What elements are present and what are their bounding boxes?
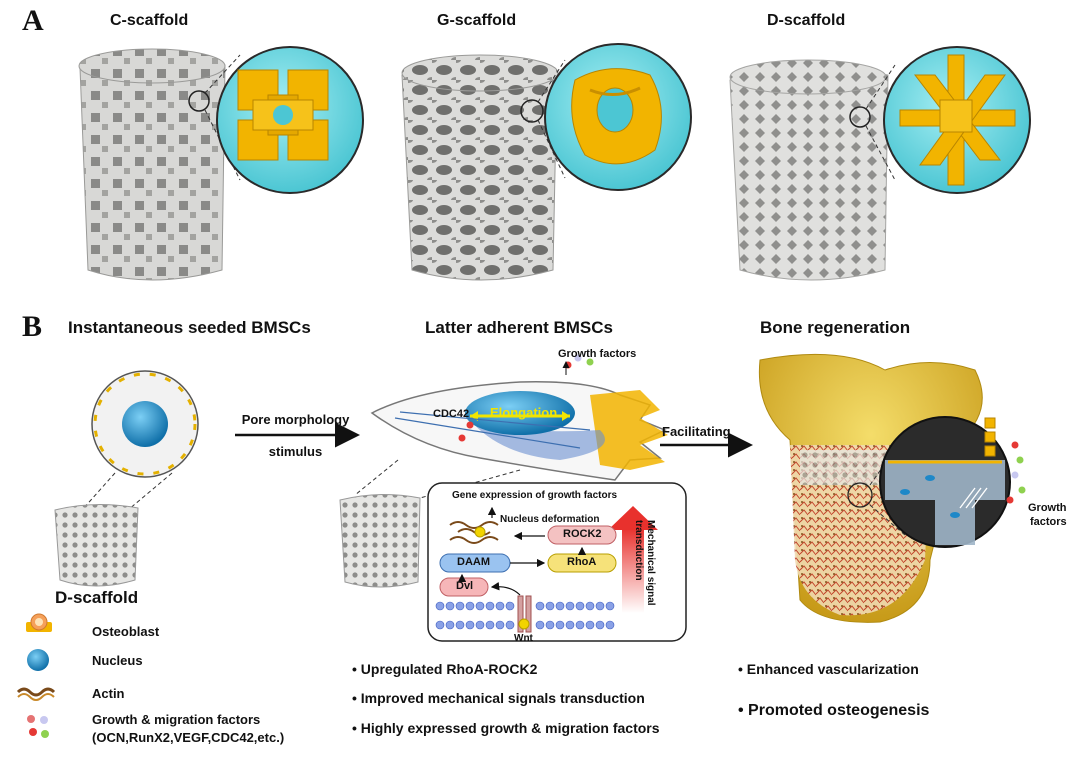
cdc42-label: CDC42	[433, 408, 470, 420]
legend-actin: Actin	[92, 686, 125, 701]
mechanical-signal-label-line1: Mechanical signal	[645, 520, 656, 606]
bullet-middle-1: • Upregulated RhoA-ROCK2	[352, 661, 538, 677]
arrow1-label-line1: Pore morphology	[241, 412, 350, 427]
wnt-label: Wnt	[514, 633, 533, 644]
dvl-label: Dvl	[456, 580, 474, 592]
nucleus-icon	[122, 401, 168, 447]
legend-factors-line1: Growth & migration factors	[92, 712, 261, 727]
c-scaffold-model	[78, 48, 226, 281]
bone-growth-factors-line1: Growth	[1028, 502, 1067, 514]
bullet-right-2: • Promoted osteogenesis	[738, 702, 930, 719]
g-scaffold-title: G-scaffold	[437, 12, 517, 29]
seeded-bmscs-title: Instantaneous seeded BMSCs	[68, 318, 311, 337]
mechanical-signal-label-line2: transduction	[633, 520, 644, 581]
panel-a-letter: A	[22, 4, 44, 37]
bone-regeneration-title: Bone regeneration	[760, 318, 911, 337]
gene-expression-label: Gene expression of growth factors	[452, 490, 618, 501]
seeded-cell	[91, 370, 199, 478]
c-zoom-marker	[188, 90, 210, 112]
adherent-bmscs-title: Latter adherent BMSCs	[425, 318, 613, 337]
d-scaffold-model	[729, 59, 889, 281]
daam-label: DAAM	[457, 556, 490, 568]
growth-factors-icon	[27, 715, 49, 738]
panel-b-illustration	[16, 353, 1026, 738]
legend-osteoblast: Osteoblast	[92, 624, 160, 639]
arrow1-label-line2: stimulus	[268, 444, 323, 459]
panel-a-illustration	[78, 43, 1031, 281]
bullet-middle-2: • Improved mechanical signals transducti…	[352, 690, 645, 706]
adherent-cell	[370, 354, 668, 481]
g-zoom-circle	[544, 43, 692, 191]
d-zoom-circle	[883, 46, 1031, 194]
bullet-right-1: • Enhanced vascularization	[738, 661, 919, 677]
legend-factors-line2: (OCN,RunX2,VEGF,CDC42,etc.)	[92, 730, 285, 745]
pathway-box	[427, 482, 687, 642]
osteoblast-icon	[26, 613, 52, 632]
nucleus-legend-icon	[27, 649, 49, 671]
d-zoom-marker	[849, 106, 871, 128]
elongation-label: Elongation	[490, 405, 558, 420]
g-scaffold-model	[401, 54, 559, 281]
c-zoom-circle	[216, 46, 364, 194]
growth-factors-cell-label: Growth factors	[558, 348, 637, 360]
small-d-scaffold-middle	[339, 493, 421, 588]
g-zoom-marker	[520, 99, 544, 123]
arrow2-label: Facilitating	[662, 424, 731, 439]
bullet-middle-3: • Highly expressed growth & migration fa…	[352, 720, 660, 736]
d-scaffold-title: D-scaffold	[767, 12, 846, 29]
d-scaffold-label: D-scaffold	[55, 588, 139, 607]
rhoa-label: RhoA	[567, 556, 597, 568]
actin-icon	[16, 687, 56, 701]
panel-b-letter: B	[22, 310, 43, 343]
small-d-scaffold-left	[54, 503, 139, 587]
rock2-label: ROCK2	[563, 528, 602, 540]
nucleus-deformation-label: Nucleus deformation	[500, 514, 600, 525]
membrane	[435, 595, 615, 633]
bone-zoom-circle	[879, 416, 1026, 548]
bone-growth-factors-line2: factors	[1030, 516, 1067, 528]
c-scaffold-title: C-scaffold	[110, 12, 189, 29]
legend-nucleus: Nucleus	[92, 653, 143, 668]
